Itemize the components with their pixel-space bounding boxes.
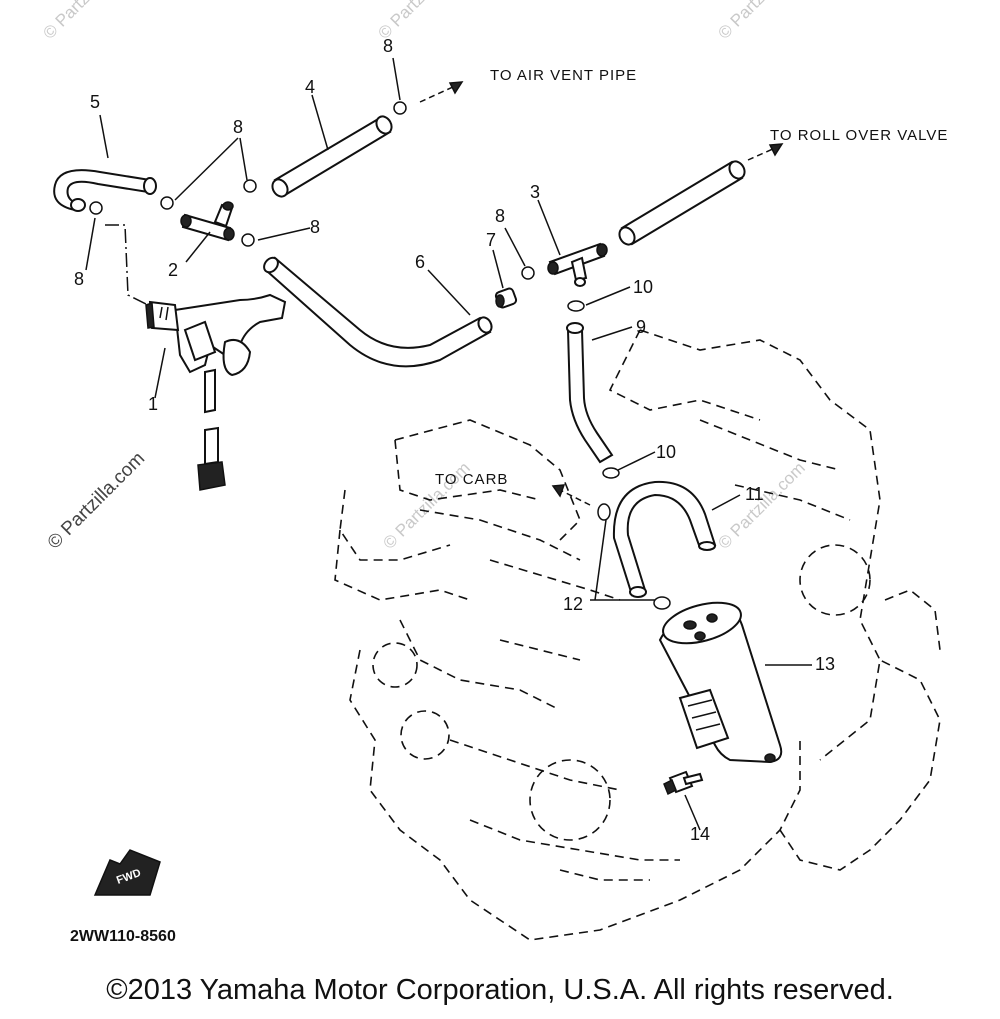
label-part-8: 8	[233, 117, 243, 137]
direction-arrows	[419, 81, 784, 506]
label-part-5: 5	[90, 92, 100, 112]
t-joint-2	[180, 201, 235, 242]
label-part-8: 8	[495, 206, 505, 226]
joint-7	[494, 287, 518, 309]
faint-watermarks: © Partzilla.com © Partzilla.com © Partzi…	[39, 0, 808, 553]
label-part-13: 13	[815, 654, 835, 674]
label-part-10: 10	[633, 277, 653, 297]
label-to-carb: TO CARB	[435, 471, 508, 488]
label-part-10: 10	[656, 442, 676, 462]
direction-labels: TO AIR VENT PIPE TO ROLL OVER VALVE TO C…	[435, 67, 948, 488]
label-part-4: 4	[305, 77, 315, 97]
label-part-8: 8	[74, 269, 84, 289]
label-to-roll-over-valve: TO ROLL OVER VALVE	[770, 127, 948, 144]
valve-assembly-1	[145, 293, 287, 491]
label-part-3: 3	[530, 182, 540, 202]
bolt-14	[663, 770, 704, 796]
label-part-7: 7	[486, 230, 496, 250]
watermark-faint: © Partzilla.com	[714, 0, 808, 43]
label-part-2: 2	[168, 260, 178, 280]
hose-4	[271, 115, 393, 198]
label-part-8: 8	[383, 36, 393, 56]
label-to-air-vent-pipe: TO AIR VENT PIPE	[490, 67, 637, 84]
watermark-faint: © Partzilla.com	[39, 0, 133, 43]
hose-9	[566, 322, 614, 464]
watermark-main: © Partzilla.com	[44, 448, 149, 553]
hose-5	[53, 169, 157, 212]
label-part-9: 9	[636, 317, 646, 337]
fwd-badge: FWD	[93, 849, 161, 896]
diagram-code: 2WW110-8560	[70, 928, 176, 945]
watermark-faint: © Partzilla.com	[714, 458, 808, 552]
hose-11	[612, 480, 717, 598]
leader-lines	[85, 57, 812, 831]
label-part-11: 11	[745, 484, 764, 504]
part-labels: 1 2 3 4 5 6 7 8 8 8 8 8 9 10 10 11 12 13…	[74, 36, 835, 844]
canister-13	[658, 601, 783, 764]
hose-6	[263, 256, 493, 368]
label-part-6: 6	[415, 252, 425, 272]
clips	[89, 101, 671, 610]
label-part-12: 12	[563, 594, 583, 614]
t-joint-3	[547, 242, 608, 287]
copyright-notice: ©2013 Yamaha Motor Corporation, U.S.A. A…	[106, 974, 894, 1006]
label-part-1: 1	[148, 394, 158, 414]
engine-outline	[334, 329, 941, 941]
label-part-14: 14	[690, 824, 710, 844]
label-part-8: 8	[310, 217, 320, 237]
pipe-to-roll-over-valve	[618, 160, 746, 246]
